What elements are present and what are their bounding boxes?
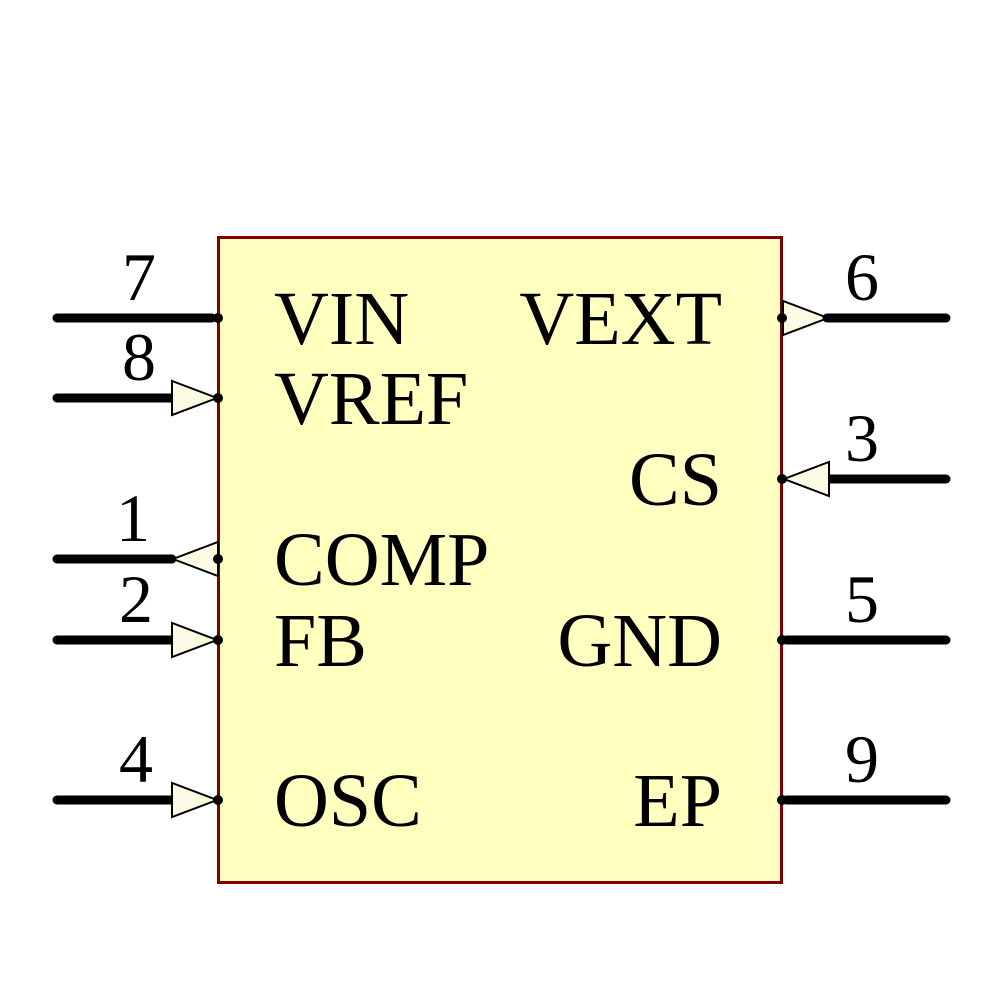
pin-label: OSC bbox=[274, 759, 422, 843]
pin-label: VEXT bbox=[519, 277, 722, 361]
pin-label: FB bbox=[274, 599, 367, 683]
pin-number: 1 bbox=[116, 480, 150, 556]
pin-6: 6 VEXT bbox=[519, 239, 951, 361]
pin-label: VREF bbox=[274, 357, 468, 441]
pin-label: EP bbox=[633, 759, 722, 843]
pin-label: CS bbox=[629, 438, 722, 522]
pin-number: 2 bbox=[119, 561, 153, 637]
pin-number: 4 bbox=[119, 721, 153, 797]
pin-connection-dot bbox=[777, 313, 787, 323]
pin-number: 9 bbox=[845, 721, 879, 797]
pin-connection-dot bbox=[777, 795, 787, 805]
pin-connection-dot bbox=[777, 474, 787, 484]
arrow-right-icon bbox=[171, 781, 220, 819]
pin-label: COMP bbox=[274, 518, 489, 602]
pin-connection-dot bbox=[213, 635, 223, 645]
pin-label: VIN bbox=[274, 277, 409, 361]
chip-body bbox=[217, 236, 783, 884]
pin-5: 5 GND bbox=[557, 561, 951, 683]
pin-number: 3 bbox=[845, 400, 879, 476]
pin-connection-dot bbox=[777, 635, 787, 645]
arrow-right-icon bbox=[171, 621, 220, 659]
pin-connection-dot bbox=[213, 795, 223, 805]
arrow-left-icon bbox=[170, 540, 219, 578]
pin-8: 8 VREF bbox=[52, 319, 468, 441]
pin-number: 8 bbox=[122, 319, 156, 395]
pin-connection-dot bbox=[213, 393, 223, 403]
pin-number: 7 bbox=[122, 239, 156, 315]
arrow-left-icon bbox=[781, 460, 830, 498]
pin-number: 6 bbox=[845, 239, 879, 315]
pin-label: GND bbox=[557, 599, 722, 683]
arrow-right-icon bbox=[171, 379, 220, 417]
pin-3: 3 CS bbox=[629, 400, 951, 522]
pin-connection-dot bbox=[213, 313, 223, 323]
pin-2: 2 FB bbox=[52, 561, 367, 683]
arrow-right-icon bbox=[782, 299, 831, 337]
pin-7: 7 VIN bbox=[52, 239, 409, 361]
pin-4: 4 OSC bbox=[52, 721, 422, 843]
pin-number: 5 bbox=[845, 561, 879, 637]
pin-1: 1 COMP bbox=[52, 480, 489, 602]
pin-9: 9 EP bbox=[633, 721, 951, 843]
pin-connection-dot bbox=[213, 554, 223, 564]
